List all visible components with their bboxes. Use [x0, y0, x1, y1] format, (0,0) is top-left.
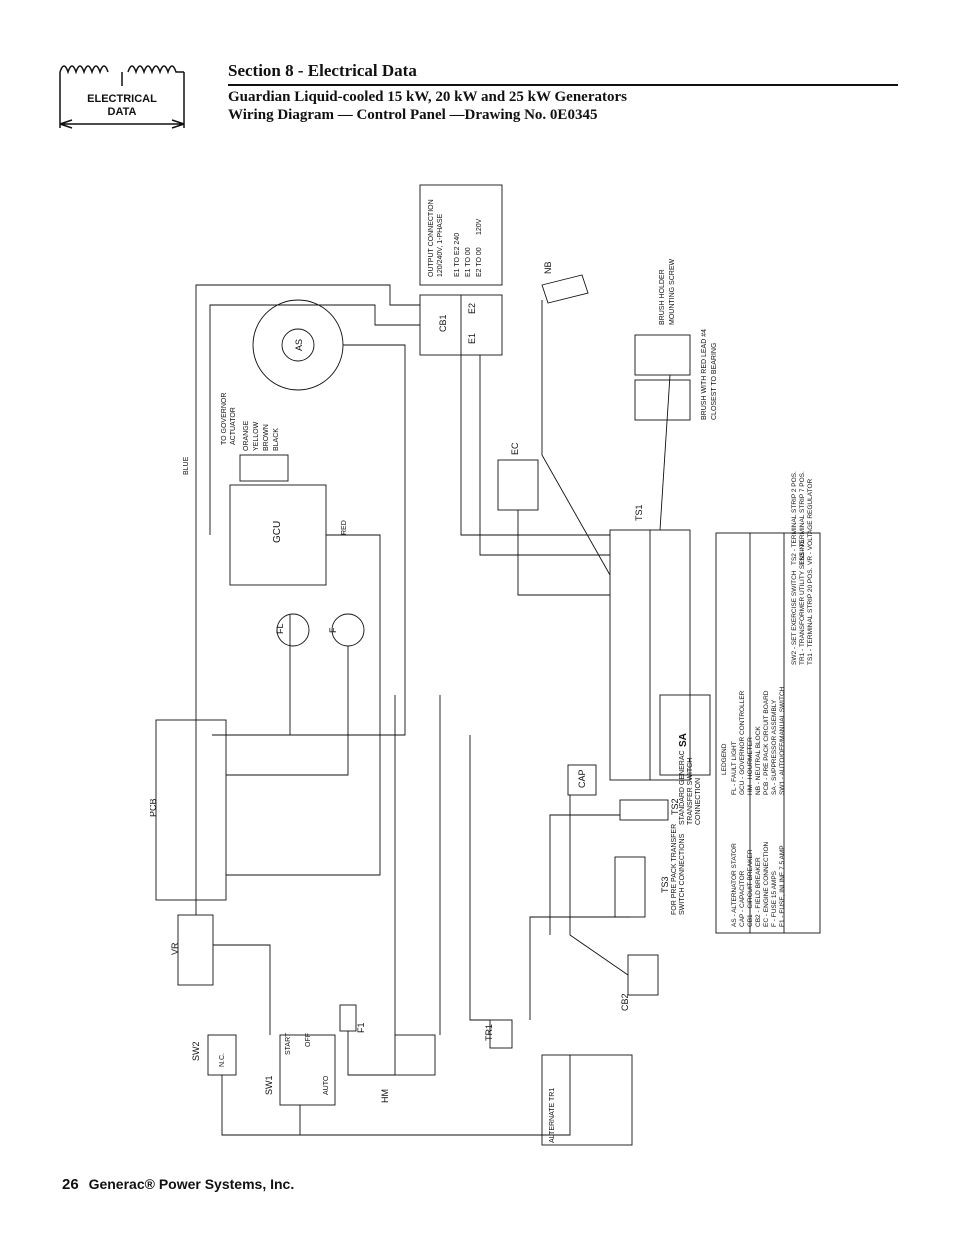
label-nb: NB [543, 261, 553, 274]
label-gcu: GCU [272, 521, 283, 543]
label-sw2: SW2 [191, 1041, 201, 1061]
label-cb2: CB2 [620, 993, 630, 1011]
note-black: BLACK [273, 428, 280, 451]
label-pcb: PCB [150, 798, 158, 817]
legend-col1-6: F1 - FUSE, INLINE 7.5 AMP [779, 845, 786, 927]
label-cap: CAP [577, 769, 587, 788]
label-f: F [328, 627, 338, 633]
note-brush1: BRUSH HOLDER [659, 269, 666, 325]
label-sw1: SW1 [264, 1075, 274, 1095]
company-name: Generac® Power Systems, Inc. [88, 1176, 295, 1192]
label-ts2: TS2 [670, 798, 680, 815]
note-red: RED [341, 520, 348, 535]
note-orange: ORANGE [243, 420, 250, 451]
note-brush4: CLOSEST TO BEARING [711, 343, 718, 420]
note-alt: ALTERNATE TR1 [549, 1088, 556, 1143]
note-ts3-2: SWITCH CONNECTIONS [679, 833, 686, 915]
note-brown: BROWN [263, 424, 270, 451]
label-f1: F1 [356, 1022, 366, 1033]
label-ts1: TS1 [634, 504, 644, 521]
note-yellow: YELLOW [253, 421, 260, 451]
page-footer: 26 Generac® Power Systems, Inc. [62, 1176, 294, 1193]
note-ts2-1: STANDARD GENERAC [679, 750, 686, 825]
legend-col2-2: HM - HOURMETER [747, 737, 754, 795]
legend-col2-3: NB - NEUTRAL BLOCK [755, 726, 762, 795]
legend-col1-1: CAP - CAPACITOR [739, 870, 746, 927]
note-output1: OUTPUT CONNECTION [428, 199, 435, 277]
legend-col2-1: GCU - GOVERNOR CONTROLLER [739, 690, 746, 795]
note-output2: 120/240V, 1-PHASE [437, 213, 444, 277]
label-sa: SA [678, 733, 689, 747]
legend-col3-0: SW2 - SET EXERCISE SWITCH [791, 570, 798, 665]
note-blue: BLUE [183, 456, 190, 475]
label-tr1: TR1 [484, 1024, 494, 1041]
label-ts3: TS3 [660, 876, 670, 893]
note-ts3-1: FOR PRE PACK TRANSFER [671, 824, 678, 915]
note-e2-00: E2 TO 00 [476, 247, 483, 277]
legend-title: LEDGEND [721, 743, 728, 775]
label-fl: FL [275, 623, 285, 634]
legend-col3-4: TS3 - TERMINAL STRIP 7 POS. [799, 471, 806, 565]
legend-col2-6: SW1 - AUTO/OFF/MANUAL SWITCH [779, 686, 786, 795]
legend-col3-2: TS1 - TERMINAL STRIP 20 POS. [807, 567, 814, 665]
note-nc: N.C. [219, 1053, 226, 1067]
legend-col1-3: CB2 - FIELD BREAKER [755, 857, 762, 927]
note-e1-00: E1 TO 00 [465, 247, 472, 277]
label-e1: E1 [467, 333, 477, 344]
legend-col1-5: F - FUSE 15 AMPS [771, 870, 778, 927]
note-governor1: TO GOVERNOR [221, 393, 228, 445]
legend-col3-3: TS2 - TERMINAL STRIP 2 POS. [791, 471, 798, 565]
wiring-diagram: AS GCU CB1 E1 E2 NB EC FL F PCB VR SW2 S… [150, 184, 821, 1146]
title-rule [228, 84, 898, 86]
page-number: 26 [62, 1176, 79, 1193]
subtitle-line2: Wiring Diagram — Control Panel —Drawing … [228, 107, 598, 123]
note-brush2: MOUNTING SCREW [669, 259, 676, 326]
note-120v: 120V [476, 218, 483, 235]
legend-col1-0: AS - ALTERNATOR STATOR [731, 843, 738, 927]
note-e1e2: E1 TO E2 240 [454, 233, 461, 277]
logo-line1: ELECTRICAL [87, 93, 157, 105]
note-start: START [285, 1032, 292, 1055]
section-title: Section 8 - Electrical Data [228, 61, 417, 80]
legend-col1-2: CB1 - CIRCUIT BREAKER [747, 849, 754, 927]
label-e2: E2 [467, 303, 477, 314]
legend-col3-1: TR1 - TRANSFORMER UTILITY SENSING [799, 540, 806, 665]
note-ts2-3: CONNECTION [695, 778, 702, 825]
label-ec: EC [510, 442, 520, 455]
note-auto: AUTO [323, 1075, 330, 1095]
logo-line2: DATA [108, 106, 137, 118]
electrical-data-logo: ELECTRICAL DATA [59, 65, 185, 129]
note-governor2: ACTUATOR [230, 407, 237, 445]
note-brush3: BRUSH WITH RED LEAD #4 [701, 329, 708, 420]
legend-col2-4: PCB - PRE PACK CIRCUIT BOARD [763, 690, 770, 795]
label-vr: VR [170, 942, 180, 955]
note-off: OFF [305, 1033, 312, 1047]
legend-col2-0: FL - FAULT LIGHT [731, 741, 738, 795]
label-as: AS [294, 339, 304, 351]
legend-col3-5: VR - VOLTAGE REGULATOR [807, 478, 814, 565]
subtitle-line1: Guardian Liquid-cooled 15 kW, 20 kW and … [228, 89, 627, 105]
label-hm: HM [380, 1089, 390, 1103]
legend-col2-5: SA - SUPPRESSOR ASSEMBLY [771, 699, 778, 795]
label-cb1: CB1 [438, 314, 448, 332]
note-ts2-2: TRANSFER SWITCH [687, 758, 694, 825]
legend-col1-4: EC - ENGINE CONNECTION [763, 841, 770, 927]
